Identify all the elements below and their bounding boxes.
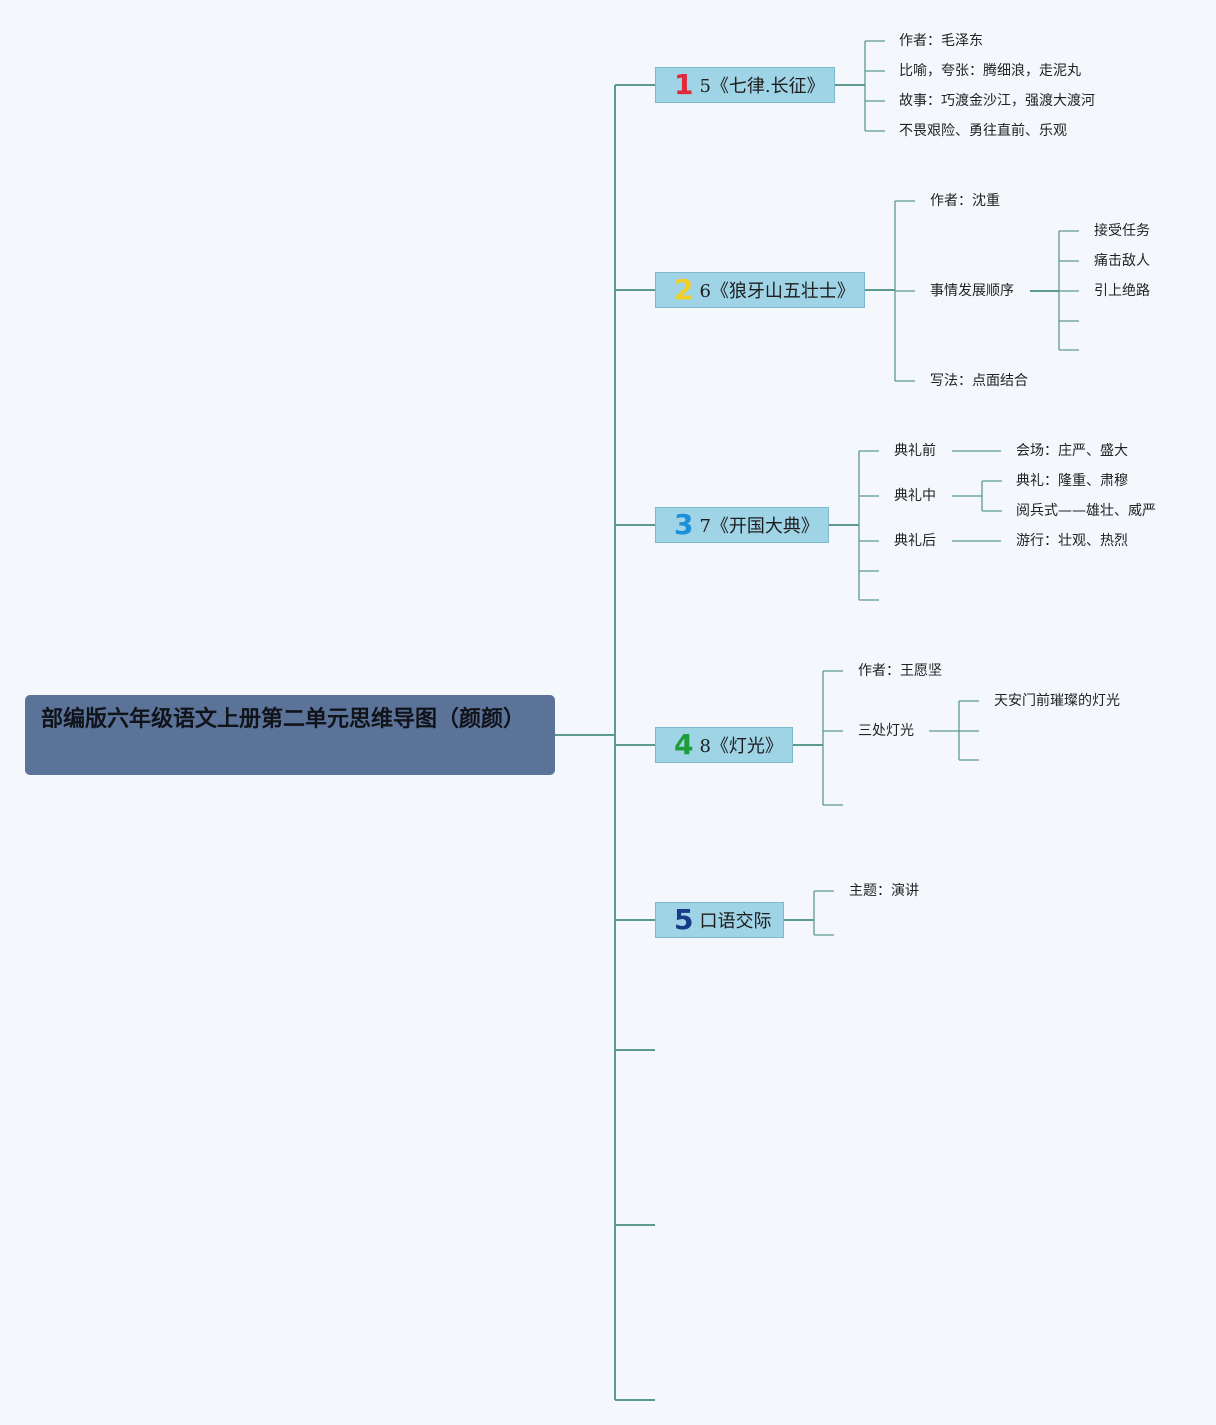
topic-label: 5《七律.长征》 [699,76,825,97]
leaf-sequence-step[interactable]: 引上绝路 [1094,283,1150,299]
leaf-parade[interactable]: 阅兵式——雄壮、威严 [1016,503,1156,519]
topic-number: 3 [674,508,694,541]
leaf-ceremony[interactable]: 典礼：隆重、肃穆 [1016,473,1128,489]
topic-label: 8《灯光》 [699,736,783,757]
leaf-sequence-step[interactable]: 接受任务 [1094,223,1150,239]
leaf-before-ceremony[interactable]: 典礼前 [894,443,936,459]
topic-oral-communication[interactable]: 5 口语交际 [655,902,784,938]
leaf-writing-method[interactable]: 写法：点面结合 [930,373,1028,389]
leaf-light-tiananmen[interactable]: 天安门前璀璨的灯光 [994,693,1120,709]
topic-label: 口语交际 [699,911,772,932]
leaf-venue[interactable]: 会场：庄严、盛大 [1016,443,1128,459]
topic-label: 7《开国大典》 [699,516,819,537]
leaf-sequence-step[interactable]: 痛击敌人 [1094,253,1150,269]
topic-qilv-changzheng[interactable]: 1 5《七律.长征》 [655,67,835,103]
leaf-rhetoric[interactable]: 比喻，夸张：腾细浪，走泥丸 [899,63,1081,79]
topic-langyashan[interactable]: 2 6《狼牙山五壮士》 [655,272,865,308]
topic-number: 4 [674,728,694,761]
leaf-sequence[interactable]: 事情发展顺序 [930,283,1014,299]
topic-number: 5 [674,903,694,936]
leaf-three-lights[interactable]: 三处灯光 [858,723,914,739]
leaf-story[interactable]: 故事：巧渡金沙江，强渡大渡河 [899,93,1095,109]
leaf-during-ceremony[interactable]: 典礼中 [894,488,936,504]
leaf-speech-theme[interactable]: 主题：演讲 [849,883,919,899]
topic-number: 2 [674,273,694,306]
root-title: 部编版六年级语文上册第二单元思维导图（颜颜） [41,707,526,732]
leaf-after-ceremony[interactable]: 典礼后 [894,533,936,549]
topic-label: 6《狼牙山五壮士》 [699,281,855,302]
leaf-author-4[interactable]: 作者：王愿坚 [858,663,942,679]
topic-number: 1 [674,68,694,101]
root-topic[interactable]: 部编版六年级语文上册第二单元思维导图（颜颜） [25,695,555,775]
leaf-author-2[interactable]: 作者：沈重 [930,193,1000,209]
leaf-march[interactable]: 游行：壮观、热烈 [1016,533,1128,549]
leaf-author-1[interactable]: 作者：毛泽东 [899,33,983,49]
topic-kaiguo-dadian[interactable]: 3 7《开国大典》 [655,507,829,543]
leaf-spirit[interactable]: 不畏艰险、勇往直前、乐观 [899,123,1067,139]
topic-dengguang[interactable]: 4 8《灯光》 [655,727,793,763]
